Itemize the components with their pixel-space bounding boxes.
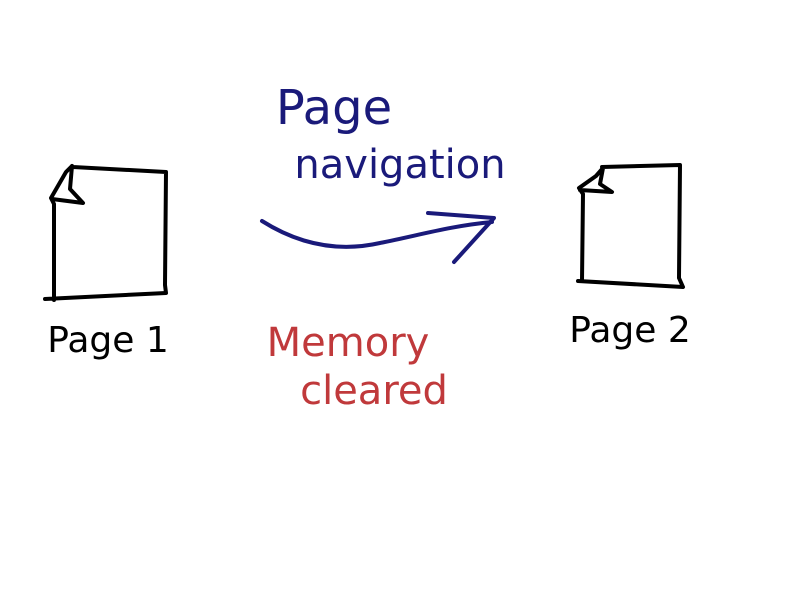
- page2-label: Page 2: [569, 310, 691, 351]
- memory-note-line2: cleared: [300, 368, 448, 414]
- page1-label: Page 1: [47, 320, 169, 361]
- page1-document-icon: [43, 164, 168, 302]
- navigation-label-line1: Page: [276, 80, 392, 136]
- memory-note-line1: Memory: [267, 320, 430, 366]
- navigation-label-line2: navigation: [294, 142, 505, 188]
- page2-document-icon: [576, 163, 685, 289]
- navigation-arrow: [260, 211, 496, 264]
